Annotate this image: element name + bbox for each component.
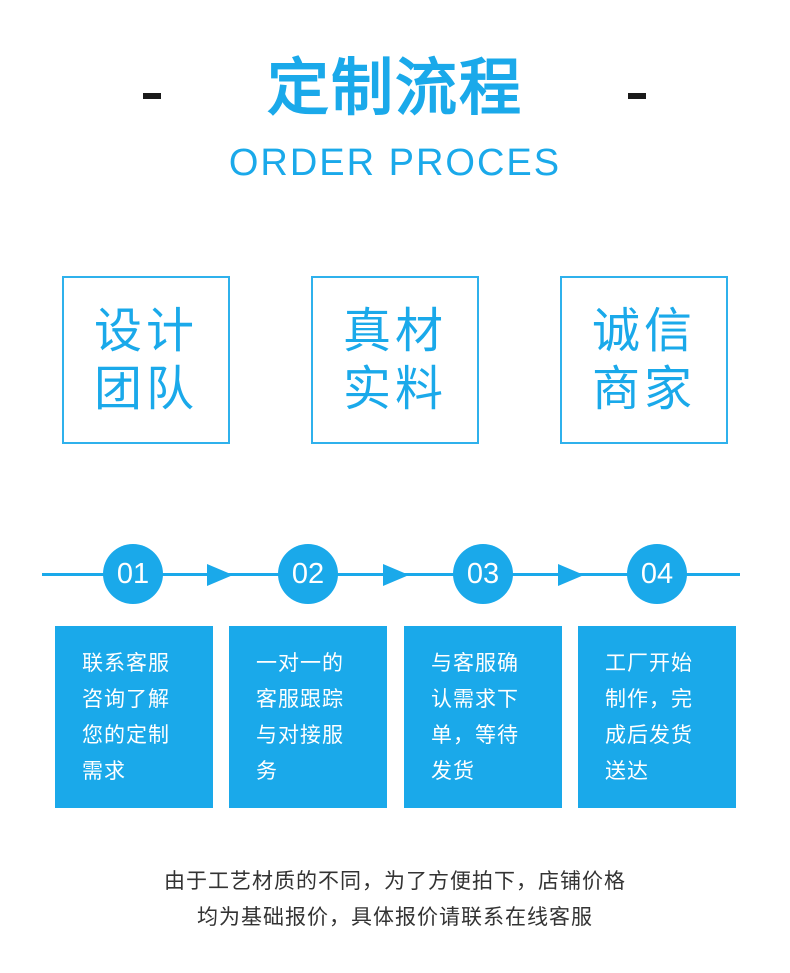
- footer-note-line-2: 均为基础报价，具体报价请联系在线客服: [197, 905, 593, 929]
- step-card-text: 联系客服咨询了解您的定制需求: [82, 651, 170, 783]
- header-dash-left: [143, 93, 161, 99]
- feature-text: 诚信商家: [591, 303, 696, 417]
- step-card-2: 一对一的客服跟踪与对接服务: [229, 626, 387, 808]
- step-number-4: 04: [627, 544, 687, 604]
- step-card-4: 工厂开始制作，完成后发货送达: [578, 626, 736, 808]
- step-number-2: 02: [278, 544, 338, 604]
- feature-box-honest-merchant: 诚信商家: [560, 276, 728, 444]
- arrow-right-icon: [558, 564, 584, 586]
- feature-text: 设计团队: [93, 303, 198, 417]
- header-dash-right: [628, 93, 646, 99]
- page-subtitle: ORDER PROCES: [228, 142, 562, 184]
- step-card-3: 与客服确认需求下单，等待发货: [404, 626, 562, 808]
- page-title: 定制流程: [266, 51, 523, 124]
- step-card-1: 联系客服咨询了解您的定制需求: [55, 626, 213, 808]
- feature-text: 真材实料: [342, 303, 447, 417]
- step-card-text: 与客服确认需求下单，等待发货: [431, 651, 519, 783]
- step-number-1: 01: [103, 544, 163, 604]
- arrow-right-icon: [383, 564, 409, 586]
- footer-note-line-1: 由于工艺材质的不同，为了方便拍下，店铺价格: [164, 869, 626, 893]
- step-number-3: 03: [453, 544, 513, 604]
- feature-box-genuine-materials: 真材实料: [311, 276, 479, 444]
- arrow-right-icon: [207, 564, 233, 586]
- step-card-text: 工厂开始制作，完成后发货送达: [605, 651, 693, 783]
- feature-box-design-team: 设计团队: [62, 276, 230, 444]
- step-card-text: 一对一的客服跟踪与对接服务: [256, 651, 344, 783]
